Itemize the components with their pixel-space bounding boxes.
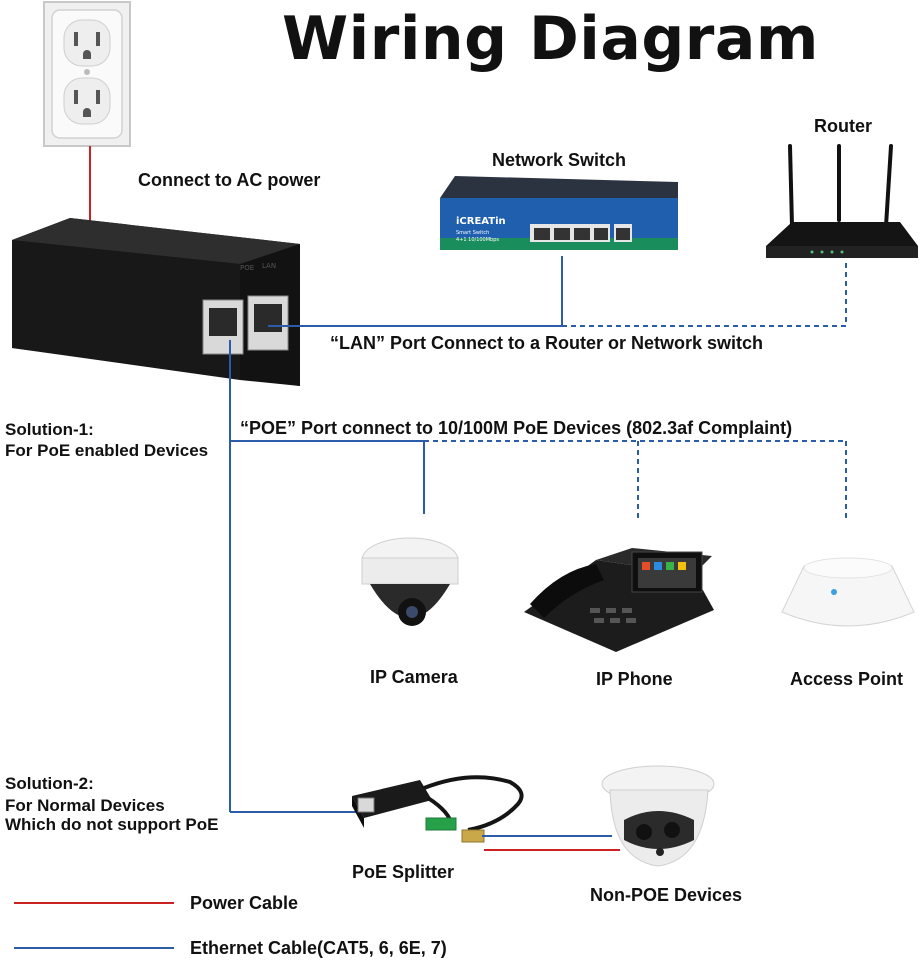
access-point-icon [781, 557, 915, 627]
switch-sub2-label: 4+1 10/100Mbps [456, 237, 499, 243]
solution2-desc-1: For Normal Devices [5, 796, 165, 815]
svg-text:POE: POE [240, 264, 254, 272]
poe-splitter-icon [352, 775, 524, 843]
svg-text:LAN: LAN [262, 262, 276, 270]
network-switch-icon: iCREATin Smart Switch 4+1 10/100Mbps [440, 176, 678, 250]
wall-outlet-icon [43, 1, 131, 147]
ip-camera-label: IP Camera [370, 667, 458, 687]
legend-power-label: Power Cable [190, 893, 299, 913]
solution1-title: Solution-1: [5, 420, 94, 439]
network-switch-label: Network Switch [492, 150, 627, 170]
solution2-desc-2: Which do not support PoE [5, 815, 219, 834]
ip-camera-icon [361, 537, 459, 626]
ac-power-label: Connect to AC power [138, 170, 321, 190]
poe-injector-icon: POE LAN [12, 218, 300, 386]
lan-cables [268, 256, 847, 327]
poe-port-label: “POE” Port connect to 10/100M PoE Device… [240, 418, 793, 438]
ip-phone-icon [524, 548, 714, 652]
non-poe-devices-label: Non-POE Devices [590, 885, 743, 905]
poe-cables [229, 340, 847, 813]
switch-sub1-label: Smart Switch [456, 230, 489, 236]
router-icon [766, 144, 918, 258]
poe-splitter-label: PoE Splitter [352, 862, 455, 882]
lan-port-label: “LAN” Port Connect to a Router or Networ… [330, 333, 764, 353]
access-point-label: Access Point [790, 669, 904, 689]
non-poe-camera-icon [601, 765, 715, 867]
solution1-desc: For PoE enabled Devices [5, 441, 209, 460]
router-label: Router [814, 116, 872, 136]
solution2-title: Solution-2: [5, 774, 94, 793]
switch-brand-label: iCREATin [456, 216, 506, 227]
legend-ethernet-label: Ethernet Cable(CAT5, 6, 6E, 7) [190, 938, 447, 958]
ip-phone-label: IP Phone [596, 669, 673, 689]
page-title: Wiring Diagram [282, 4, 819, 74]
